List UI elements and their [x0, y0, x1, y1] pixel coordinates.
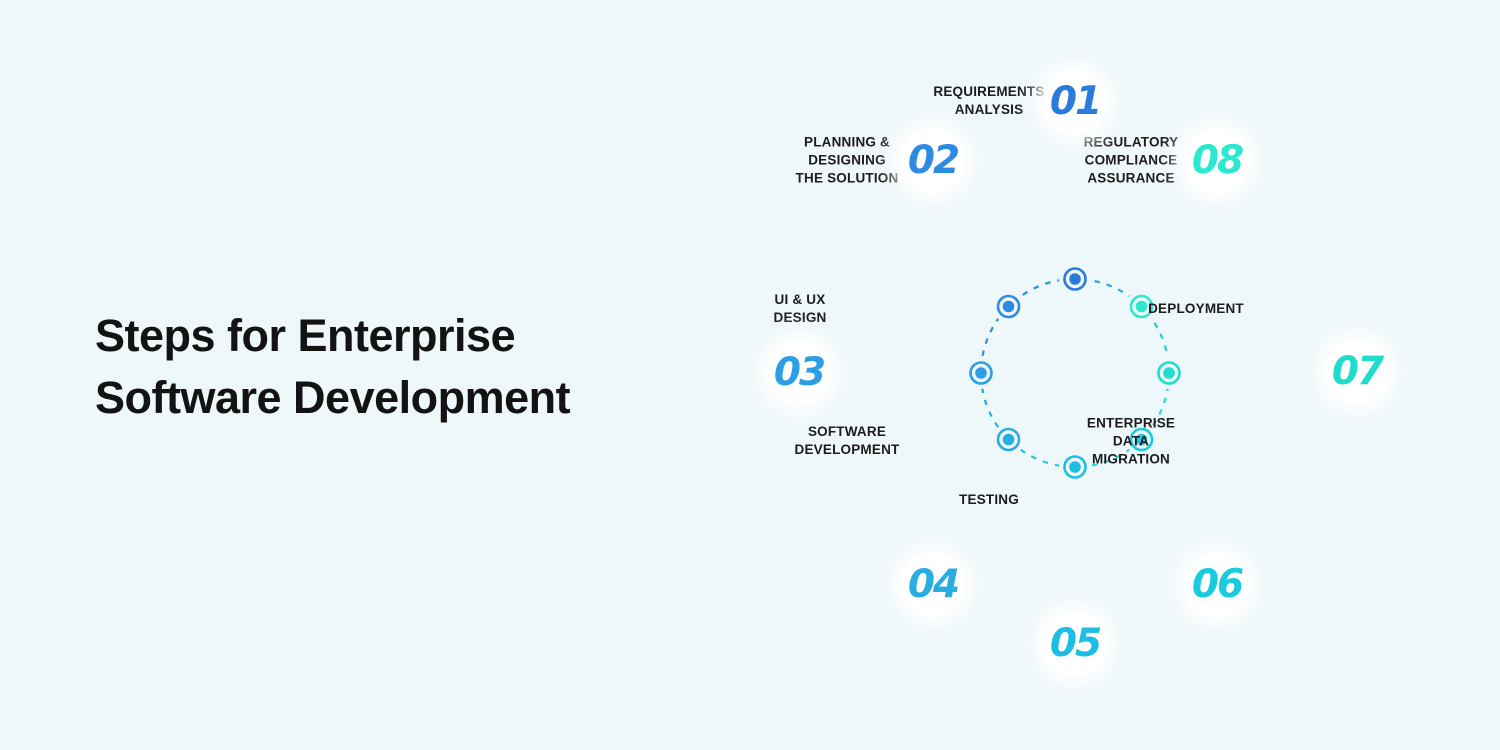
- step-number: 08: [1191, 137, 1244, 183]
- step-number: 05: [1049, 620, 1102, 666]
- step-label: REGULATORY COMPLIANCE ASSURANCE: [1083, 134, 1179, 185]
- step-number-badge: 02: [901, 129, 965, 193]
- step-number-badge: 08: [1185, 129, 1249, 193]
- step-number-badge: 03: [767, 341, 831, 405]
- cycle-dot-03: [965, 357, 997, 389]
- cycle-dot-04: [992, 423, 1025, 456]
- step-number: 01: [1049, 78, 1102, 124]
- cycle-dot-08: [1125, 290, 1158, 323]
- step-number: 06: [1191, 561, 1244, 607]
- cycle-dot-06: [1125, 423, 1158, 456]
- cycle-dot-05: [1059, 451, 1091, 483]
- step-number: 03: [773, 349, 826, 395]
- step-label: SOFTWARE DEVELOPMENT: [794, 424, 900, 457]
- step-number-badge: 07: [1325, 340, 1389, 404]
- step-label: DEPLOYMENT: [1148, 301, 1244, 317]
- step-number-badge: 01: [1043, 70, 1107, 134]
- cycle-dot-07: [1153, 357, 1185, 389]
- page-title: Steps for Enterprise Software Developmen…: [95, 305, 571, 429]
- step-label: REQUIREMENTS ANALYSIS: [933, 84, 1045, 117]
- step-number-badge: 04: [901, 553, 965, 617]
- title-line-2: Software Development: [95, 372, 571, 423]
- cycle-dot-01: [1059, 263, 1091, 295]
- step-label: TESTING: [959, 492, 1019, 508]
- cycle-center-circle: [965, 263, 1185, 483]
- step-label: PLANNING & DESIGNING THE SOLUTION: [795, 134, 899, 185]
- step-number: 04: [907, 561, 960, 607]
- step-label: UI & UX DESIGN: [773, 292, 827, 325]
- step-number-badge: 06: [1185, 553, 1249, 617]
- title-line-1: Steps for Enterprise: [95, 310, 516, 361]
- step-number-badge: 05: [1043, 612, 1107, 676]
- cycle-dot-02: [992, 290, 1025, 323]
- step-number: 02: [907, 137, 960, 183]
- step-label: ENTERPRISE DATA MIGRATION: [1086, 415, 1176, 466]
- step-number: 07: [1331, 348, 1384, 394]
- cycle-dots: [965, 263, 1185, 483]
